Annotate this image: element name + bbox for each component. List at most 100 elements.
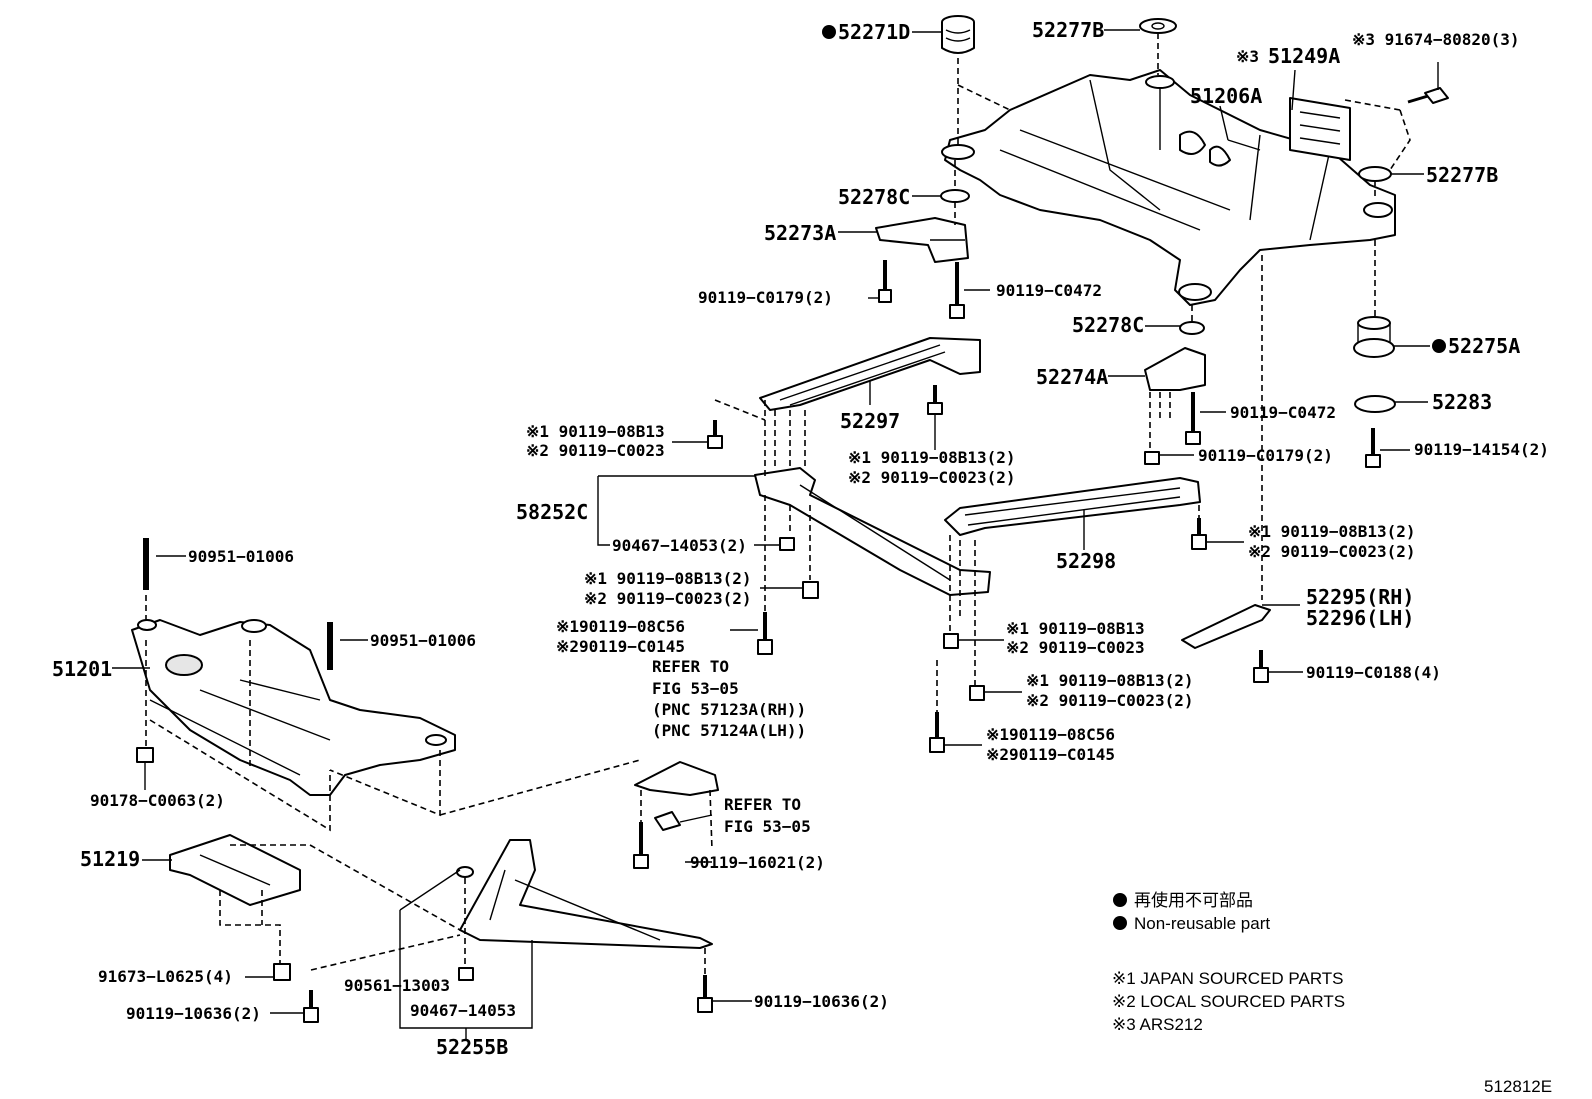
ref1-line1: REFER TO <box>652 657 729 676</box>
nonreusable-dot-52275a <box>1432 339 1446 353</box>
figure-id: 512812E <box>1484 1077 1552 1096</box>
bolt-52298-b <box>969 685 985 701</box>
bolt-58252c-b <box>757 612 773 655</box>
bolt-91674 <box>1407 87 1449 104</box>
label-52298: 52298 <box>1056 549 1116 573</box>
label-90119-14154: 90119−14154(2) <box>1414 440 1549 459</box>
link-52295-52296 <box>1181 604 1271 649</box>
bolt-90119-c0472-mid <box>1185 392 1201 445</box>
bolt-91673 <box>273 963 291 981</box>
bolt-90119-14154 <box>1365 428 1381 468</box>
label-91673: 91673−L0625(4) <box>98 967 233 986</box>
label-90119-10636-right: 90119−10636(2) <box>754 992 889 1011</box>
label-mid8-b: ※290119−C0145 <box>986 745 1115 764</box>
brace-52298 <box>944 477 1201 536</box>
label-left3-a: ※1 90119−08B13(2) <box>584 569 752 588</box>
label-51219: 51219 <box>80 847 140 871</box>
label-mid2-b: ※2 90119−C0023(2) <box>848 468 1016 487</box>
label-right5-b: ※2 90119−C0023(2) <box>1248 542 1416 561</box>
label-mid6-b: ※2 90119−C0023 <box>1006 638 1145 657</box>
bolt-58252c-a <box>802 581 819 599</box>
bushing-52275a <box>1353 316 1395 358</box>
label-52277b-right: 52277B <box>1426 163 1498 187</box>
label-90561: 90561−13003 <box>344 976 450 995</box>
bolt-52298-right <box>1191 518 1207 550</box>
label-52278c-top: 52278C <box>838 185 910 209</box>
label-90119-c0188: 90119−C0188(4) <box>1306 663 1441 682</box>
bracket-52274a <box>1144 347 1206 391</box>
label-90119-c0472-top: 90119−C0472 <box>996 281 1102 300</box>
rear-subframe-51206a <box>941 69 1396 306</box>
nut-90467-14053 <box>458 967 474 981</box>
ref1-line3: (PNC 57123A(RH)) <box>652 700 806 719</box>
washer-52278c-top <box>940 189 970 203</box>
label-90119-c0179-left: 90119−C0179(2) <box>698 288 833 307</box>
bolt-90119-c0188 <box>1253 650 1269 683</box>
callout-labels: 52271D 52277B ※3 51249A ※3 91674−80820(3… <box>52 18 1549 1059</box>
ref2-line1: REFER TO <box>724 795 801 814</box>
member-52255b <box>459 839 713 949</box>
washer-52278c-mid <box>1179 321 1205 335</box>
bracket-52273a <box>875 217 969 263</box>
legend-note1: ※1 JAPAN SOURCED PARTS <box>1112 969 1344 988</box>
label-91674: ※3 91674−80820(3) <box>1352 30 1520 49</box>
legend-dot-en <box>1113 916 1127 930</box>
label-90951-01006-b: 90951−01006 <box>370 631 476 650</box>
bracket-51249a <box>1289 97 1351 161</box>
assembly-lines <box>145 33 1411 975</box>
label-52283: 52283 <box>1432 390 1492 414</box>
front-subframe-51201 <box>131 619 456 796</box>
label-left1-b: ※2 90119−C0023 <box>526 441 665 460</box>
label-left3-b: ※2 90119−C0023(2) <box>584 589 752 608</box>
label-52296: 52296(LH) <box>1306 606 1414 630</box>
nonreusable-dot-52271d <box>822 25 836 39</box>
label-52274a: 52274A <box>1036 365 1108 389</box>
leader-lines <box>112 29 1439 1040</box>
label-mid7-a: ※1 90119−08B13(2) <box>1026 671 1194 690</box>
washer-52277b-top <box>1139 18 1177 34</box>
legend-note2: ※2 LOCAL SOURCED PARTS <box>1112 992 1345 1011</box>
legend-nonreusable-jp: 再使用不可部品 <box>1134 890 1253 910</box>
label-mid6-a: ※1 90119−08B13 <box>1006 619 1145 638</box>
label-90119-16021: 90119−16021(2) <box>690 853 825 872</box>
plate-52283 <box>1354 395 1396 413</box>
label-90467-14053: 90467−14053 <box>410 1001 516 1020</box>
ref-bracket-53-05 <box>634 761 719 831</box>
bushing-52271d <box>941 15 975 54</box>
bolt-90119-10636-left <box>303 990 319 1023</box>
legend-dot-jp <box>1113 893 1127 907</box>
cover-51219 <box>169 834 301 906</box>
label-90119-c0472-mid: 90119−C0472 <box>1230 403 1336 422</box>
label-52295: 52295(RH) <box>1306 585 1414 609</box>
label-right5-a: ※1 90119−08B13(2) <box>1248 522 1416 541</box>
brace-52297 <box>759 337 981 411</box>
bolt-90119-c0179-right <box>1144 451 1160 465</box>
label-mid2-a: ※1 90119−08B13(2) <box>848 448 1016 467</box>
label-mid7-b: ※2 90119−C0023(2) <box>1026 691 1194 710</box>
label-51249a: 51249A <box>1268 44 1340 68</box>
label-52277b-top: 52277B <box>1032 18 1104 42</box>
nut-90467-14053-2 <box>779 537 795 551</box>
label-90951-01006-a: 90951−01006 <box>188 547 294 566</box>
bushing-90561 <box>456 866 474 878</box>
legend: 再使用不可部品 Non-reusable part ※1 JAPAN SOURC… <box>1112 890 1345 1034</box>
bolt-52297-right <box>927 385 943 415</box>
label-mid8-a: ※190119−08C56 <box>986 725 1115 744</box>
bolt-90119-c0179-left <box>878 260 892 303</box>
label-52297: 52297 <box>840 409 900 433</box>
label-52275a: 52275A <box>1448 334 1520 358</box>
label-90119-c0179-right: 90119−C0179(2) <box>1198 446 1333 465</box>
label-left4-b: ※290119−C0145 <box>556 637 685 656</box>
label-90119-10636-left: 90119−10636(2) <box>126 1004 261 1023</box>
label-90467-14053-2: 90467−14053(2) <box>612 536 747 555</box>
ref1-line2: FIG 53−05 <box>652 679 739 698</box>
legend-nonreusable-en: Non-reusable part <box>1134 914 1270 933</box>
bolt-90119-16021 <box>633 822 649 869</box>
bolt-52298-a <box>943 633 959 649</box>
label-left1-a: ※1 90119−08B13 <box>526 422 665 441</box>
label-left4-a: ※190119−08C56 <box>556 617 685 636</box>
label-51201: 51201 <box>52 657 112 681</box>
label-52273a: 52273A <box>764 221 836 245</box>
label-52255b: 52255B <box>436 1035 508 1059</box>
